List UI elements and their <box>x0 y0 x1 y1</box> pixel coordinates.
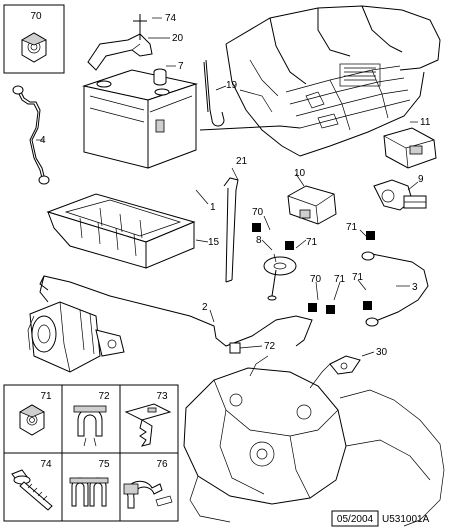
starter-cable <box>39 275 313 347</box>
callout-71-c: 71 <box>334 274 346 285</box>
fixings-grid: 71 72 73 74 75 76 <box>3 384 179 522</box>
nut-icon <box>19 404 45 436</box>
hold-down-rod <box>203 59 225 127</box>
callout-20: 20 <box>172 33 184 44</box>
grid-ref-73: 73 <box>156 391 168 402</box>
callout-15: 15 <box>208 237 220 248</box>
callout-74: 74 <box>165 13 177 24</box>
callout-11: 11 <box>420 117 431 128</box>
main-cable <box>199 125 301 131</box>
callout-30: 30 <box>376 347 388 358</box>
footer-date: 05/2004 <box>337 514 374 525</box>
callout-7: 7 <box>178 61 184 72</box>
callout-10: 10 <box>294 168 306 179</box>
top-part-ref: 70 <box>30 11 42 22</box>
callout-72: 72 <box>264 341 276 352</box>
strap-clip-icon <box>123 480 173 509</box>
starter-cable-end <box>39 275 49 303</box>
ground-plate <box>263 256 297 301</box>
callout-70-cable: 70 <box>310 274 322 285</box>
nut-icon <box>21 32 47 63</box>
callout-21: 21 <box>236 156 248 167</box>
double-clip-icon <box>69 477 109 507</box>
battery-tray <box>46 193 196 269</box>
terminal-cap <box>153 68 167 86</box>
fuse-box-module <box>383 127 437 169</box>
callout-71-a: 71 <box>306 237 318 248</box>
position-markers <box>229 223 375 354</box>
cable-clip-icon <box>73 405 107 447</box>
footer-reference: U531001A <box>382 514 430 525</box>
callout-70-tray: 70 <box>252 207 264 218</box>
gearbox-housing <box>183 355 445 527</box>
cable-3-end <box>361 251 379 327</box>
callout-3: 3 <box>412 282 418 293</box>
battery-hold-down-bracket <box>87 14 153 71</box>
callout-9: 9 <box>418 174 424 185</box>
callout-lines <box>36 17 419 357</box>
grid-ref-76: 76 <box>156 459 168 470</box>
starter-motor <box>27 301 125 373</box>
grid-ref-72: 72 <box>98 391 110 402</box>
bolt-icon <box>11 469 53 511</box>
terminal-cover <box>287 185 337 225</box>
relay-connector <box>373 179 427 211</box>
cable-3 <box>369 253 429 325</box>
grid-ref-71: 71 <box>40 391 52 402</box>
callout-71-b: 71 <box>346 222 358 233</box>
callout-19: 19 <box>226 80 238 91</box>
footer: 05/2004 U531001A <box>331 510 430 527</box>
callout-2: 2 <box>202 302 208 313</box>
earth-cable <box>12 85 50 185</box>
car-body-shell <box>225 5 441 157</box>
callout-labels: 74 20 7 19 4 11 21 10 9 1 15 70 8 71 71 … <box>40 13 431 358</box>
grid-ref-75: 75 <box>98 459 110 470</box>
top-part-box: 70 <box>3 4 65 74</box>
connector-bracket <box>329 355 361 375</box>
push-clip-icon <box>124 403 172 447</box>
grid-ref-74: 74 <box>40 459 52 470</box>
callout-71-d: 71 <box>352 272 364 283</box>
battery <box>82 69 198 169</box>
callout-1: 1 <box>210 202 216 213</box>
tray-support-rod <box>223 177 239 283</box>
callout-8: 8 <box>256 235 262 246</box>
callout-4: 4 <box>40 135 46 146</box>
